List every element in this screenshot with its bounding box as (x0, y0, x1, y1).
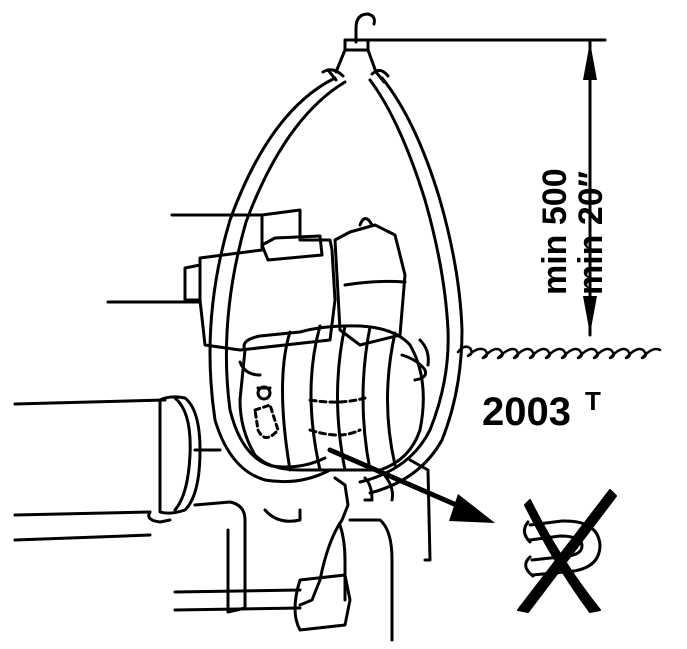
pump-housing (238, 324, 430, 472)
pipework (13, 395, 302, 614)
model-suffix-label: T (585, 386, 601, 416)
hook-icon (334, 12, 378, 74)
water-surface-wave-icon (456, 345, 662, 360)
crossed-out-u-bend-hose-icon (517, 489, 617, 613)
dimension-arrow-top-icon (583, 42, 597, 80)
arrow-icon (327, 447, 495, 523)
height-label-group: min 500 min 20″ (536, 168, 610, 295)
model-number-label: 2003 (482, 390, 571, 434)
lower-fittings (173, 458, 432, 642)
height-metric-label: min 500 (536, 168, 574, 295)
engine-block-outline (106, 208, 407, 352)
dimension-arrow-bottom-icon (583, 296, 597, 334)
hose-loop (208, 68, 464, 495)
height-dimension-line (366, 38, 607, 337)
height-imperial-label: min 20″ (572, 171, 610, 295)
